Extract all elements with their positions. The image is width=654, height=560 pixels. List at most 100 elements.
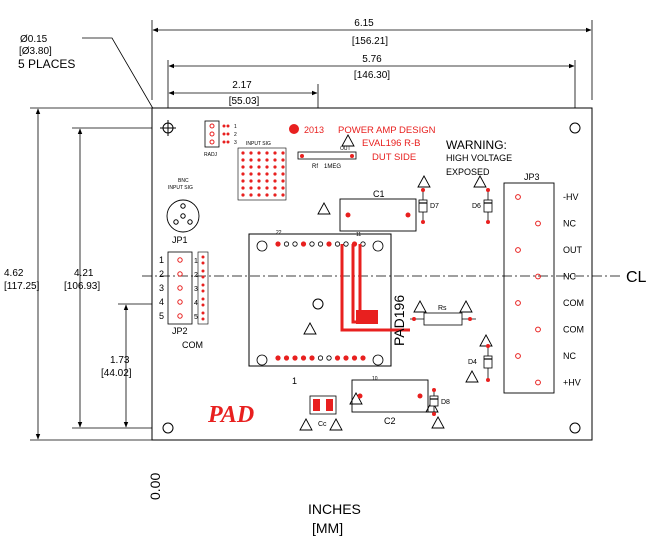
triangle-icon — [465, 370, 479, 383]
matrix-pad — [249, 186, 253, 190]
jp2-pad — [201, 283, 205, 287]
warning-title: WARNING: — [446, 138, 507, 152]
matrix-pad — [241, 193, 245, 197]
capacitor-c2: 10 C2 — [351, 376, 429, 426]
rf-value: 1MEG — [324, 164, 341, 170]
matrix-pad — [273, 165, 277, 169]
matrix-pad — [249, 172, 253, 176]
capacitor-c1: C1 — [339, 189, 417, 232]
jp2-pin-label: 3 — [194, 286, 198, 293]
c2-label: C2 — [384, 416, 396, 426]
jp2-pin-label: 4 — [159, 297, 164, 307]
triangle-icon — [303, 322, 317, 335]
dut-pin — [292, 355, 298, 361]
jp2-pad — [201, 303, 205, 307]
matrix-pad — [265, 158, 269, 162]
matrix-pad — [281, 151, 285, 155]
matrix-pad — [257, 151, 261, 155]
mounting-hole-center — [312, 298, 324, 310]
dut-pin — [334, 355, 341, 361]
matrix-pad — [281, 158, 285, 162]
centerline-label: CL — [626, 269, 647, 286]
dut-package: 22 11 1 — [248, 230, 410, 386]
triangle-icon — [425, 400, 439, 413]
matrix-pad — [265, 172, 269, 176]
hole-span-in: 5.76 — [362, 54, 382, 65]
bnc-label-2: INPUT SIG — [168, 185, 193, 191]
dut-pin — [292, 241, 298, 247]
hole-count: 5 PLACES — [18, 57, 75, 71]
triangle-icon — [413, 300, 427, 313]
jp3-pin-label: NC — [563, 272, 576, 282]
matrix-pad — [249, 158, 253, 162]
triangle-icon — [349, 392, 363, 405]
c1-label: C1 — [373, 189, 385, 199]
diode-d6: D6 — [472, 188, 493, 224]
rf-resistor: OUT Rf 1MEG — [297, 146, 357, 170]
title-line2: EVAL196 R-B — [362, 138, 420, 149]
triangle-icon — [473, 175, 487, 188]
jp3-pin — [535, 273, 541, 280]
title-line1: POWER AMP DESIGN — [338, 125, 436, 136]
cc-label: Cc — [318, 421, 327, 428]
matrix-pad — [281, 186, 285, 190]
triangle-icon — [459, 300, 473, 313]
pin-22-label: 22 — [276, 230, 282, 236]
jp3-pin-label: NC — [563, 219, 576, 229]
jp2-pin — [177, 285, 183, 291]
overall-height-mm: [117.25] — [4, 281, 40, 292]
jp2-pin — [177, 299, 183, 305]
jp2-pad — [201, 275, 205, 279]
matrix-pad — [265, 193, 269, 197]
diode-d4: D4 — [468, 344, 493, 382]
jp2-pad — [201, 297, 205, 301]
radj-pin-3: 3 — [234, 140, 237, 146]
dut-pin — [343, 241, 349, 247]
jp2-pin — [177, 257, 183, 263]
dut-pin — [360, 355, 366, 361]
hole-dia-label: Ø0.15 — [20, 34, 48, 45]
jp2-pin — [177, 271, 183, 277]
d6-label: D6 — [472, 203, 481, 210]
dut-pin — [300, 241, 307, 247]
matrix-pad — [241, 172, 245, 176]
matrix-pad — [281, 172, 285, 176]
jp3-pin — [535, 379, 541, 386]
d7-label: D7 — [430, 203, 439, 210]
matrix-pad — [241, 151, 245, 155]
capacitor-cc: Cc — [309, 395, 337, 428]
units-secondary: [MM] — [312, 520, 343, 536]
warning-triangles — [299, 134, 493, 431]
radj-pin-2: 2 — [234, 132, 237, 138]
radj-potentiometer: 1 2 3 RADJ — [204, 120, 237, 158]
jp3-pin — [515, 194, 521, 200]
matrix-pad — [249, 151, 253, 155]
out-label: OUT — [340, 146, 351, 152]
jp2-pin-label: 2 — [159, 269, 164, 279]
dut-pin — [283, 355, 290, 361]
warning-line1: HIGH VOLTAGE — [446, 153, 512, 163]
input-sig-label: INPUT SIG — [246, 141, 271, 147]
matrix-pad — [257, 172, 261, 176]
bnc-label-1: BNC — [178, 178, 189, 184]
matrix-pad — [241, 165, 245, 169]
pin-10-label: 10 — [372, 376, 378, 382]
bnc-connector: BNC INPUT SIG JP1 — [166, 178, 200, 245]
dut-pin — [326, 355, 332, 361]
jp3-pin-label: OUT — [563, 245, 583, 255]
jp2-pad — [201, 255, 205, 259]
jp3-pin-label: -HV — [563, 192, 579, 202]
matrix-pad — [281, 179, 285, 183]
dut-pin — [275, 355, 281, 361]
matrix-pad — [273, 193, 277, 197]
matrix-pad — [257, 193, 261, 197]
matrix-pad — [273, 172, 277, 176]
dut-pin — [334, 241, 341, 247]
dut-pin — [309, 355, 315, 361]
matrix-pad — [241, 179, 245, 183]
matrix-pad — [273, 186, 277, 190]
units-primary: INCHES — [308, 501, 361, 517]
jp2-pad — [201, 261, 205, 265]
jp3-pin — [515, 353, 521, 359]
